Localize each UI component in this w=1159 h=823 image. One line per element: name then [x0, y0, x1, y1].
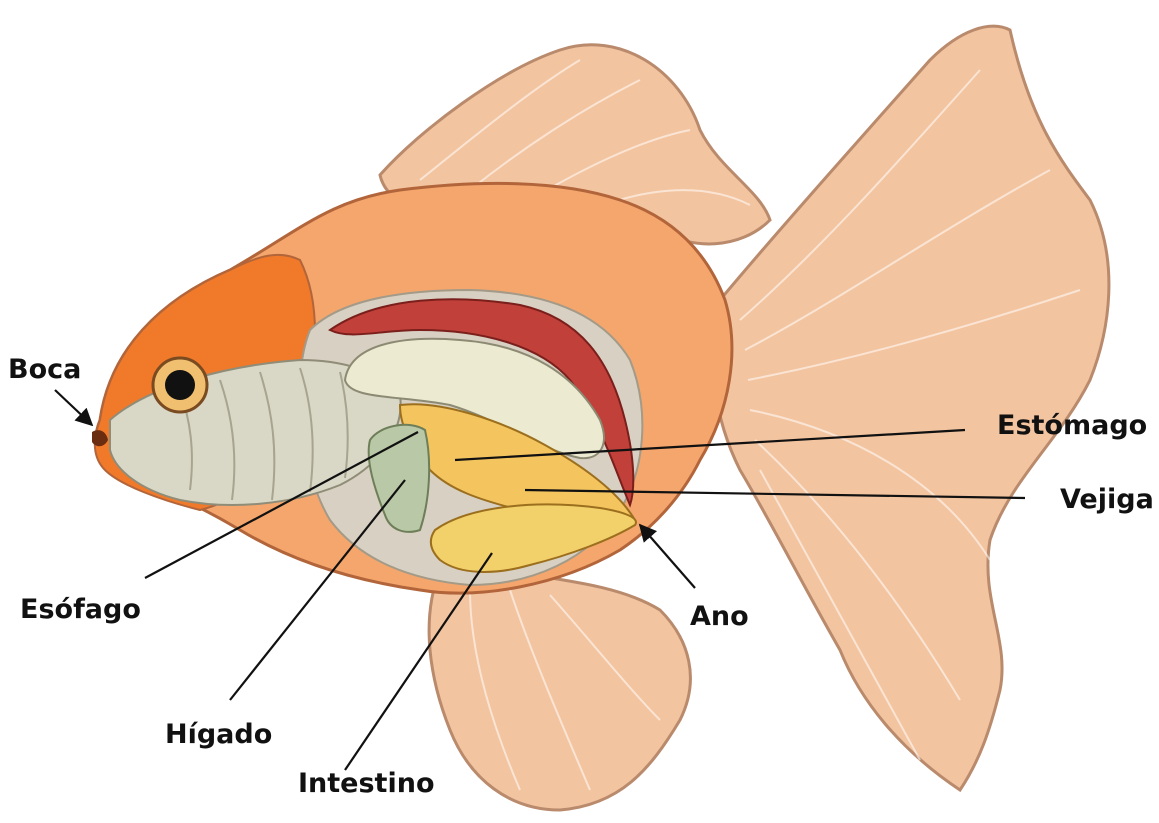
label-intestino: Intestino [298, 768, 435, 799]
leader-ano [640, 525, 695, 588]
caudal-fin [713, 26, 1109, 790]
label-ano: Ano [690, 601, 749, 632]
label-higado: Hígado [165, 719, 272, 750]
label-vejiga: Vejiga [1060, 484, 1154, 515]
goldfish-illustration [92, 26, 1109, 810]
leader-boca [55, 390, 92, 425]
label-boca: Boca [8, 354, 81, 385]
label-esofago: Esófago [20, 594, 141, 625]
pupil [165, 370, 195, 400]
label-estomago: Estómago [997, 410, 1147, 441]
